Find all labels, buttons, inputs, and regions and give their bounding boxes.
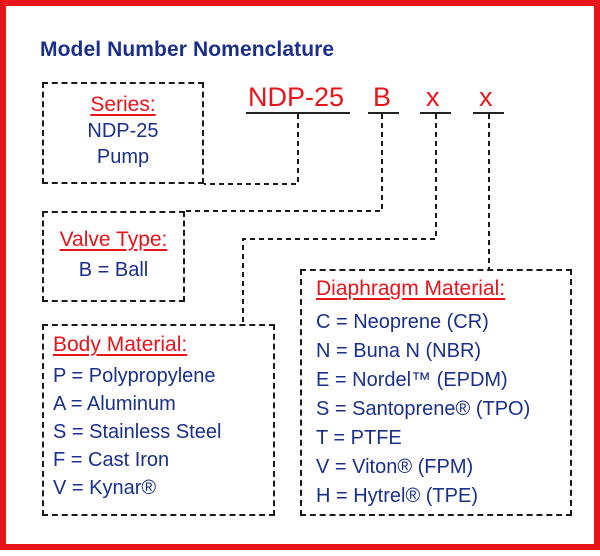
series-heading: Series: xyxy=(90,93,156,116)
valve-type-heading: Valve Type: xyxy=(59,228,168,251)
diaphragm-material-heading: Diaphragm Material: xyxy=(316,277,506,300)
code-body: x xyxy=(426,82,440,112)
code-series: NDP-25 xyxy=(248,82,345,112)
diaphragm-material-item: T = PTFE xyxy=(316,427,402,449)
code-diaphragm-underline xyxy=(473,112,504,114)
code-series-underline xyxy=(246,112,350,114)
diaphragm-material-item: S = Santoprene® (TPO) xyxy=(316,398,531,420)
body-material-item: P = Polypropylene xyxy=(53,365,216,387)
diaphragm-material-item: N = Buna N (NBR) xyxy=(316,340,482,362)
body-material-item: A = Aluminum xyxy=(53,393,176,415)
series-line: NDP-25 xyxy=(87,120,159,142)
body-material-item: S = Stainless Steel xyxy=(53,421,222,443)
diagram-title: Model Number Nomenclature xyxy=(40,38,335,61)
connector-body xyxy=(242,114,437,324)
valve-type-line: B = Ball xyxy=(78,259,149,281)
code-diaphragm: x xyxy=(479,82,493,112)
body-material-box: Body Material: P = Polypropylene A = Alu… xyxy=(42,324,275,516)
valve-type-box: Valve Type: B = Ball xyxy=(42,211,185,302)
series-box: Series: NDP-25 Pump xyxy=(42,82,204,184)
connector-series xyxy=(204,114,299,185)
diaphragm-material-item: V = Viton® (FPM) xyxy=(316,456,474,478)
code-valve: B xyxy=(373,82,392,112)
diaphragm-material-item: H = Hytrel® (TPE) xyxy=(316,485,478,507)
code-body-underline xyxy=(420,112,451,114)
connector-lines xyxy=(185,114,490,324)
diaphragm-material-item: C = Neoprene (CR) xyxy=(316,311,489,333)
body-material-item: F = Cast Iron xyxy=(53,449,170,471)
series-line: Pump xyxy=(96,146,150,168)
diaphragm-material-box: Diaphragm Material: C = Neoprene (CR) N … xyxy=(300,269,572,516)
diaphragm-material-item: E = Nordel™ (EPDM) xyxy=(316,369,508,391)
body-material-item: V = Kynar® xyxy=(53,477,157,499)
code-valve-underline xyxy=(368,112,399,114)
body-material-heading: Body Material: xyxy=(53,333,188,356)
connector-valve xyxy=(185,114,383,212)
